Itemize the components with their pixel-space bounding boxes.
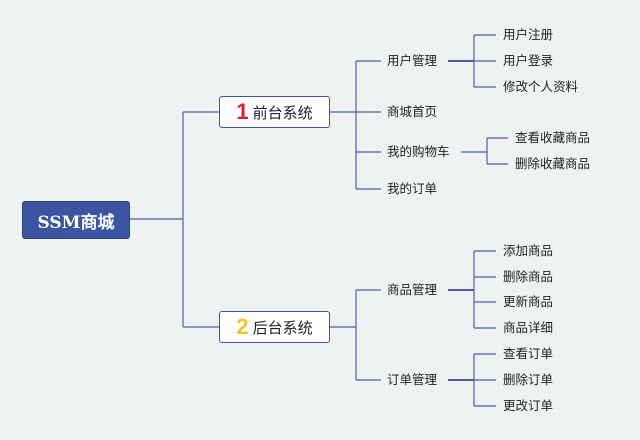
number-two-badge: 2 — [236, 314, 249, 339]
back-system-label: 后台系统 — [252, 318, 313, 337]
leaf-goods-detail: 商品详细 — [503, 320, 554, 335]
leaf-edit-profile: 修改个人资料 — [503, 79, 579, 94]
leaf-add-goods: 添加商品 — [503, 243, 554, 258]
root-label: SSM商城 — [37, 212, 115, 233]
leaf-user-register: 用户注册 — [503, 27, 554, 42]
leaf-delete-goods: 删除商品 — [503, 269, 554, 284]
leaf-user-login: 用户登录 — [503, 53, 554, 68]
leaf-delete-orders: 删除订单 — [503, 372, 554, 387]
node-my-orders: 我的订单 — [387, 181, 438, 196]
node-order-management: 订单管理 — [387, 372, 438, 387]
leaf-view-favorites: 查看收藏商品 — [515, 130, 591, 145]
front-system-label: 前台系统 — [252, 103, 313, 122]
node-my-cart: 我的购物车 — [387, 144, 450, 159]
back-system-node: 2 后台系统 — [219, 311, 330, 343]
leaf-update-goods: 更新商品 — [503, 294, 554, 309]
node-goods-management: 商品管理 — [387, 282, 438, 297]
node-store-home: 商城首页 — [387, 104, 438, 119]
leaf-delete-favorites: 删除收藏商品 — [515, 156, 591, 171]
leaf-view-orders: 查看订单 — [503, 346, 554, 361]
front-system-node: 1 前台系统 — [219, 96, 330, 128]
root-node: SSM商城 — [22, 201, 130, 239]
leaf-change-orders: 更改订单 — [503, 398, 554, 413]
node-user-management: 用户管理 — [387, 53, 438, 68]
number-one-badge: 1 — [236, 99, 249, 124]
